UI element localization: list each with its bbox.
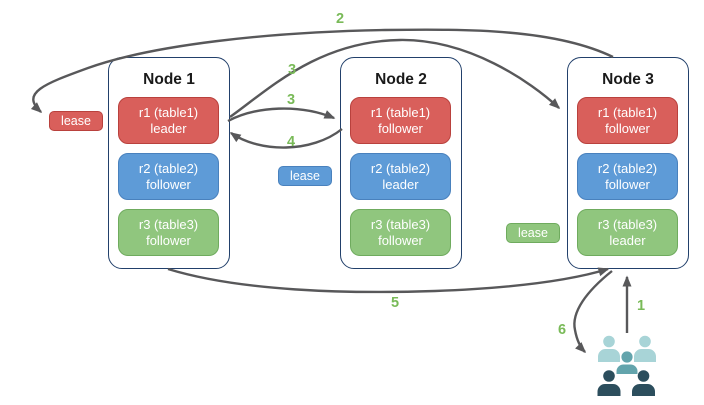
node-3-replica-r2: r2 (table2) follower [577,153,678,200]
node-1-title: Node 1 [143,71,195,88]
node-1-replica-r2: r2 (table2) follower [118,153,219,200]
node-1-replica-r3: r3 (table3) follower [118,209,219,256]
users-middle-person [616,351,638,374]
replica-label: r1 (table1) [597,104,658,120]
replica-role: follower [378,120,423,136]
replica-role: follower [378,232,423,248]
replica-role: leader [382,176,419,192]
replica-label: r3 (table3) [370,216,431,232]
replica-role: follower [146,232,191,248]
node-2: Node 2 r1 (table1) follower r2 (table2) … [340,57,462,269]
users-back-row [598,335,657,362]
lease-chip-r1: lease [49,111,103,131]
lease-chip-r3: lease [506,223,560,243]
replica-label: r3 (table3) [597,216,658,232]
replica-label: r1 (table1) [138,104,199,120]
replica-role: follower [146,176,191,192]
users-group-icon [597,335,657,396]
step-label-2: 2 [335,11,345,27]
users-front-row [597,370,655,396]
node-3-replica-r3: r3 (table3) leader [577,209,678,256]
step-label-5: 5 [390,295,400,311]
lease-chip-r2: lease [278,166,332,186]
step-label-6: 6 [557,322,567,338]
arrow-step-5-node1-to-node3 [167,267,610,294]
node-3-replica-r1: r1 (table1) follower [577,97,678,144]
lease-label: lease [518,226,548,240]
node-1: Node 1 r1 (table1) leader r2 (table2) fo… [108,57,230,269]
replica-label: r2 (table2) [370,160,431,176]
node-2-title: Node 2 [375,71,427,88]
replica-role: leader [609,232,646,248]
replica-role: follower [605,176,650,192]
step-label-3a: 3 [287,62,297,78]
node-2-replica-r1: r1 (table1) follower [350,97,451,144]
lease-label: lease [290,169,320,183]
node-3: Node 3 r1 (table1) follower r2 (table2) … [567,57,689,269]
replica-role: leader [150,120,187,136]
node-2-replica-r3: r3 (table3) follower [350,209,451,256]
node-1-replica-r1: r1 (table1) leader [118,97,219,144]
step-label-4: 4 [286,134,296,150]
replica-role: follower [605,120,650,136]
replica-label: r1 (table1) [370,104,431,120]
node-3-title: Node 3 [602,71,654,88]
replica-label: r3 (table3) [138,216,199,232]
step-label-1: 1 [636,298,646,314]
lease-label: lease [61,114,91,128]
arrow-step-3-leader-to-node2 [227,107,336,123]
replica-label: r2 (table2) [597,160,658,176]
arrow-step-6-node3-to-users [573,270,613,354]
step-label-3b: 3 [286,92,296,108]
replica-label: r2 (table2) [138,160,199,176]
node-2-replica-r2: r2 (table2) leader [350,153,451,200]
